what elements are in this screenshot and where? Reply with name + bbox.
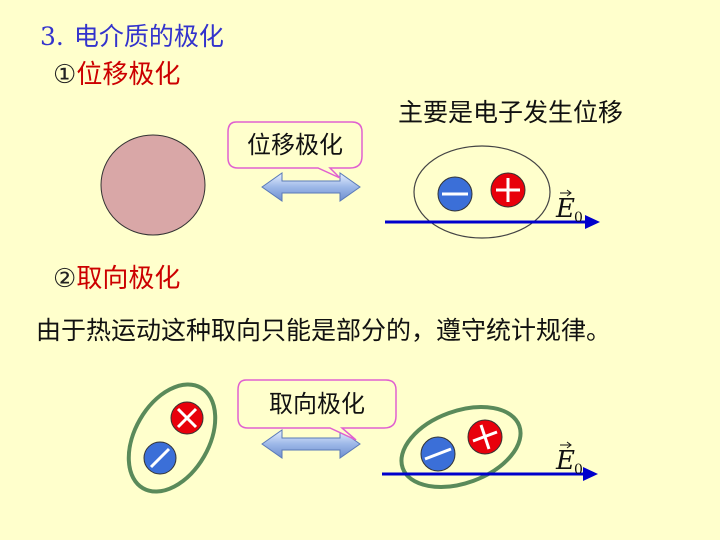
section1-heading: ①位移极化 — [53, 62, 180, 88]
negative-charge-1 — [437, 176, 473, 212]
section1-note: 主要是电子发生位移 — [398, 98, 624, 127]
svg-text:0: 0 — [574, 210, 583, 226]
section2-statement: 由于热运动这种取向只能是部分的，遵守统计规律。 — [36, 316, 612, 345]
negative-charge-3 — [420, 436, 456, 472]
speech-bubble-2: 取向极化 — [237, 379, 397, 441]
positive-charge-2 — [170, 401, 204, 435]
svg-text:0: 0 — [574, 462, 583, 478]
random-dipole — [126, 382, 218, 494]
section1-marker: ① — [53, 60, 77, 90]
field-arrow-1-head — [585, 215, 600, 229]
title-number: 3. — [40, 22, 64, 51]
speech-bubble-1: 位移极化 — [227, 121, 363, 179]
field-arrow-2-head — [583, 467, 598, 481]
double-arrow-1 — [261, 172, 361, 202]
dipole-ellipse-1 — [413, 145, 551, 239]
positive-charge-3 — [467, 419, 503, 455]
section2-marker: ② — [53, 264, 77, 294]
section1-label: 位移极化 — [76, 60, 181, 90]
field-label-1: E 0 — [555, 189, 583, 226]
double-arrow-2 — [261, 429, 361, 459]
speech-bubble-2-text: 取向极化 — [269, 390, 365, 418]
svg-text:E: E — [555, 446, 575, 476]
slide-title: 3. 电介质的极化 — [40, 24, 224, 49]
title-text: 电介质的极化 — [73, 22, 224, 51]
field-label-2: E 0 — [555, 441, 583, 478]
section2-heading: ②取向极化 — [53, 266, 180, 292]
negative-charge-2 — [143, 441, 177, 475]
neutral-atom — [100, 134, 206, 236]
aligned-dipole — [382, 405, 598, 489]
svg-text:E: E — [555, 194, 575, 224]
positive-charge-1 — [490, 172, 526, 208]
section2-label: 取向极化 — [76, 264, 181, 294]
speech-bubble-1-text: 位移极化 — [247, 131, 343, 159]
